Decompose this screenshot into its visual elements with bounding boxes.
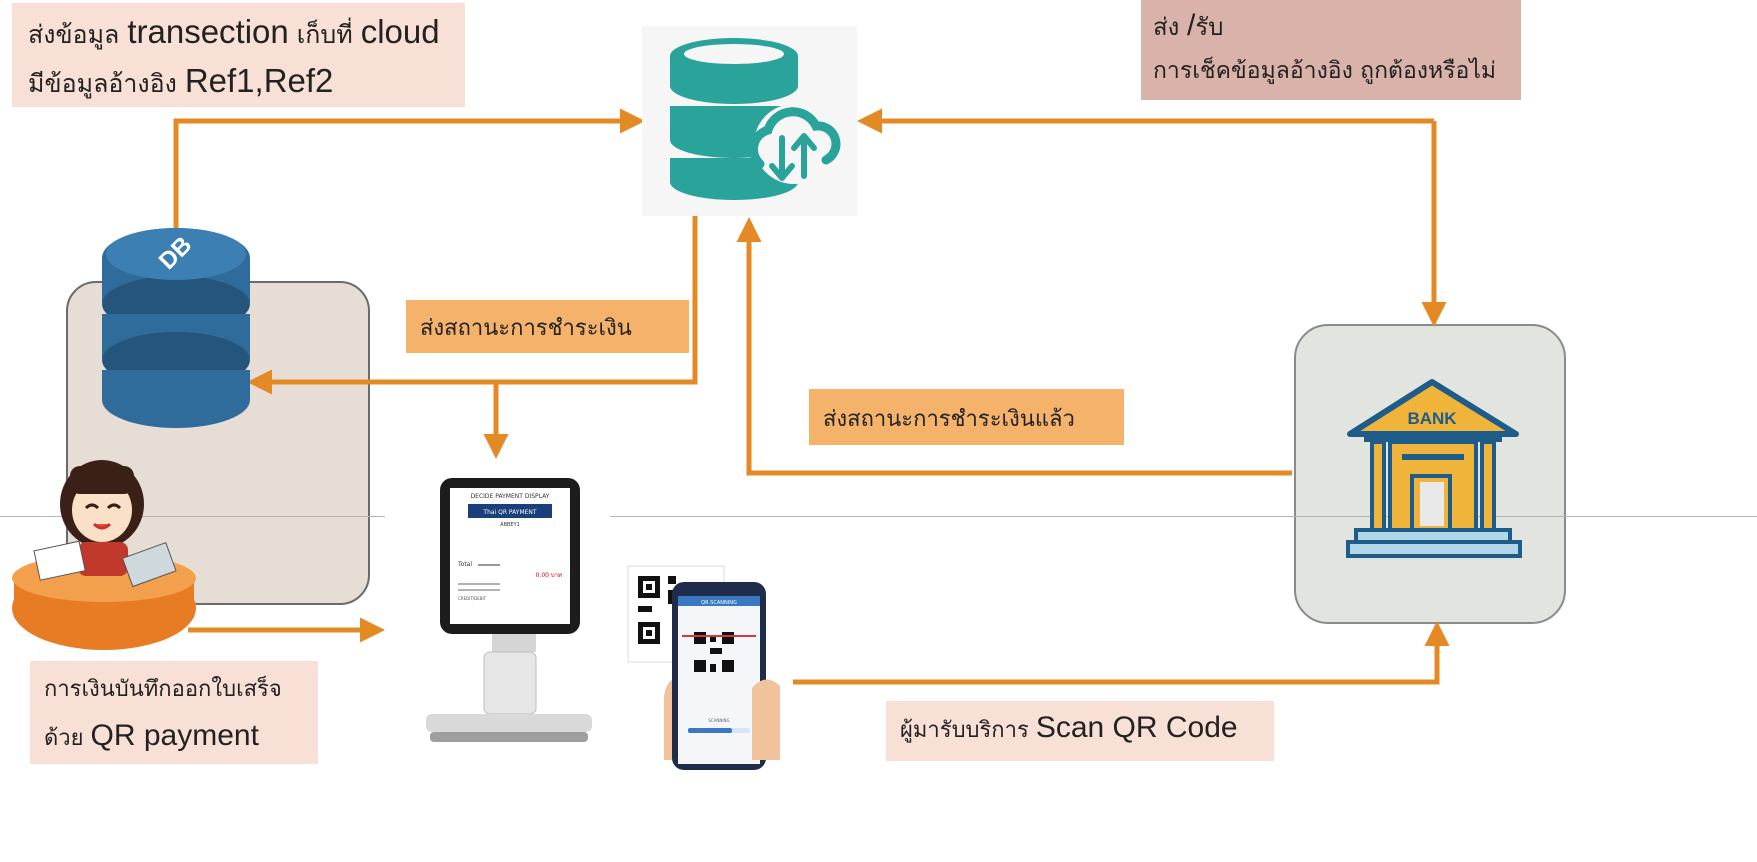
text-fragment: cloud xyxy=(360,13,440,50)
note-cloud-storage-line1: ส่งข้อมูล transection เก็บที่ cloud xyxy=(28,9,465,58)
text-fragment: ผู้มารับบริการ xyxy=(900,718,1029,743)
note-send-receive-line2: การเช็คข้อมูลอ้างอิง ถูกต้องหรือไม่ xyxy=(1153,58,1497,84)
payment-kiosk-icon: DECIDE PAYMENT DISPLAY Thai QR PAYMENT A… xyxy=(426,478,592,742)
arrow-status-to-cloud xyxy=(736,217,1292,476)
phone-title: QR SCANNING xyxy=(701,600,737,606)
text-fragment: ด้วย xyxy=(44,726,84,751)
note-status-sent: ส่งสถานะการชำระเงินแล้ว xyxy=(809,389,1124,445)
tablet-sub: ABBEY1 xyxy=(500,522,520,528)
divider-line xyxy=(610,516,1757,517)
text-fragment: transection xyxy=(127,13,289,50)
tablet-method: CREDIT/DEBIT xyxy=(458,596,487,601)
text-fragment: มีข้อมูลอ้างอิง xyxy=(28,69,177,98)
arrow-db-to-cloud xyxy=(173,108,645,228)
qr-phone-scan-icon: QR SCANNING SCANNING xyxy=(627,565,780,770)
tablet-header: DECIDE PAYMENT DISPLAY xyxy=(471,493,550,500)
arrow-cloud-to-db xyxy=(247,212,698,395)
cloud-database-icon xyxy=(670,38,841,200)
tablet-brand: Thai QR PAYMENT xyxy=(482,509,537,516)
divider-line xyxy=(0,516,385,517)
note-cloud-storage: ส่งข้อมูล transection เก็บที่ cloud มีข้… xyxy=(12,3,465,107)
text-fragment: Scan QR Code xyxy=(1035,711,1238,744)
bank-icon: BANK xyxy=(1346,379,1522,558)
note-send-receive: ส่ง /รับ การเช็คข้อมูลอ้างอิง ถูกต้องหรื… xyxy=(1141,0,1521,100)
database-icon: DB xyxy=(102,228,250,428)
cashier-illustration xyxy=(12,460,196,650)
note-send-receive-line1: ส่ง /รับ xyxy=(1153,4,1521,49)
text-fragment: รับ xyxy=(1195,13,1224,41)
note-send-status: ส่งสถานะการชำระเงิน xyxy=(406,300,689,353)
text-fragment: ส่งข้อมูล xyxy=(28,20,120,49)
text-fragment: ส่ง xyxy=(1153,13,1180,41)
note-cashier-receipt: การเงินบันทึกออกใบเสร็จ ด้วย QR payment xyxy=(30,661,318,764)
arrow-phone-to-bank xyxy=(793,621,1450,685)
text-fragment: QR payment xyxy=(90,719,259,752)
text-fragment: เก็บที่ xyxy=(296,20,353,49)
text-fragment: / xyxy=(1187,9,1196,42)
bank-label: BANK xyxy=(1407,409,1457,428)
note-cashier-line2: ด้วย QR payment xyxy=(44,713,318,762)
tablet-total: Total xyxy=(457,561,472,568)
tablet-amount: 0.00 บาท xyxy=(536,572,562,579)
note-cashier-line1: การเงินบันทึกออกใบเสร็จ xyxy=(44,677,282,702)
phone-status: SCANNING xyxy=(708,718,729,723)
text-fragment: Ref1,Ref2 xyxy=(184,62,334,99)
note-customer-scan: ผู้มารับบริการ Scan QR Code xyxy=(886,701,1274,761)
note-cloud-storage-line2: มีข้อมูลอ้างอิง Ref1,Ref2 xyxy=(28,58,465,107)
